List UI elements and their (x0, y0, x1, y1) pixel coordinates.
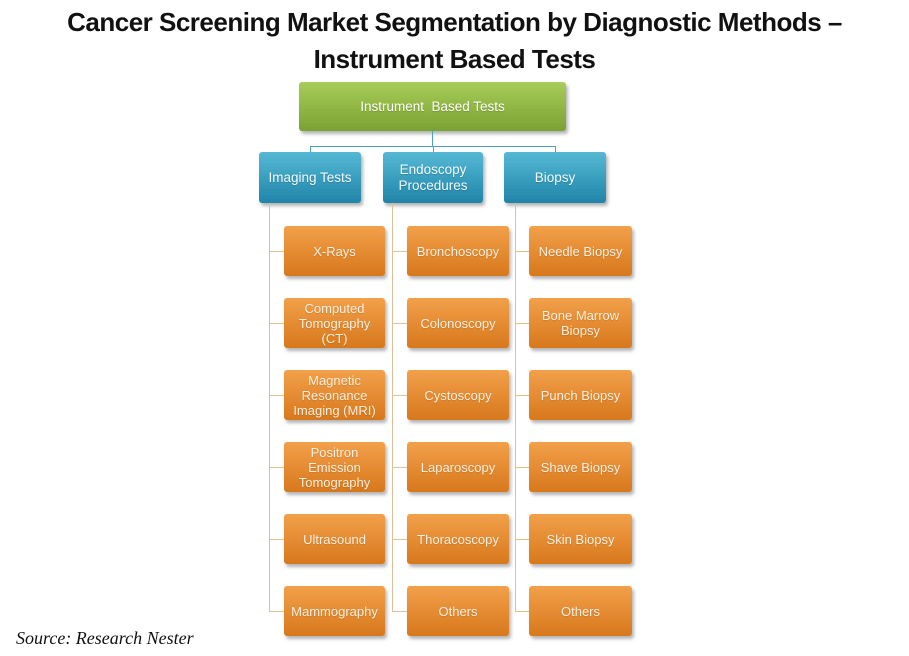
connector-drop-imaging-tests (310, 146, 311, 153)
connector-stub-bronchoscopy (392, 251, 407, 252)
connector-stub-colonoscopy (392, 323, 407, 324)
connector-stub-thoracoscopy (392, 539, 407, 540)
connector-drop-biopsy (555, 146, 556, 153)
connector-stub-cystoscopy (392, 395, 407, 396)
node-ultrasound: Ultrasound (284, 514, 385, 564)
node-cystoscopy: Cystoscopy (407, 370, 509, 420)
node-bronchoscopy: Bronchoscopy (407, 226, 509, 276)
connector-rail-imaging-tests (269, 203, 270, 611)
connector-stub-positron-emission (269, 467, 284, 468)
connector-rail-biopsy (515, 203, 516, 611)
connector-stub-x-rays (269, 251, 284, 252)
connector-stub-mri (269, 395, 284, 396)
node-needle-biopsy: Needle Biopsy (529, 226, 632, 276)
connector-stub-shave-biopsy (515, 467, 529, 468)
node-endoscopy-procedures: Endoscopy Procedures (383, 152, 483, 203)
node-others-biopsy: Others (529, 586, 632, 636)
node-biopsy: Biopsy (504, 152, 606, 203)
node-colonoscopy: Colonoscopy (407, 298, 509, 348)
node-bone-marrow-biopsy: Bone Marrow Biopsy (529, 298, 632, 348)
node-skin-biopsy: Skin Biopsy (529, 514, 632, 564)
connector-stub-punch-biopsy (515, 395, 529, 396)
node-magnetic-resonance-imaging-mri: Magnetic Resonance Imaging (MRI) (284, 370, 385, 420)
connector-stub-laparoscopy (392, 467, 407, 468)
node-positron-emission-tomography: Positron Emission Tomography (284, 442, 385, 492)
connector-stub-others-endoscopy (392, 611, 407, 612)
node-x-rays: X-Rays (284, 226, 385, 276)
page-title: Cancer Screening Market Segmentation by … (0, 4, 909, 78)
node-shave-biopsy: Shave Biopsy (529, 442, 632, 492)
source-caption: Source: Research Nester (16, 628, 194, 648)
connector-stub-others-biopsy (515, 611, 529, 612)
page-title-line-1: Cancer Screening Market Segmentation by … (67, 7, 842, 37)
node-laparoscopy: Laparoscopy (407, 442, 509, 492)
node-computed-tomography-ct: Computed Tomography (CT) (284, 298, 385, 348)
connector-stub-mammography (269, 611, 284, 612)
connector-stub-skin-biopsy (515, 539, 529, 540)
node-punch-biopsy: Punch Biopsy (529, 370, 632, 420)
connector-stub-computed-tomography (269, 323, 284, 324)
connector-stub-bone-marrow-biopsy (515, 323, 529, 324)
connector-stub-ultrasound (269, 539, 284, 540)
connector-stub-needle-biopsy (515, 251, 529, 252)
node-mammography: Mammography (284, 586, 385, 636)
connector-rail-endoscopy-procedures (392, 203, 393, 611)
node-thoracoscopy: Thoracoscopy (407, 514, 509, 564)
node-imaging-tests: Imaging Tests (259, 152, 361, 203)
node-instrument-based-tests: Instrument Based Tests (299, 82, 566, 131)
connector-drop-endoscopy-procedures (433, 146, 434, 153)
page-title-line-2: Instrument Based Tests (313, 44, 596, 74)
node-others-endoscopy: Others (407, 586, 509, 636)
connector-root-stem (432, 131, 433, 146)
